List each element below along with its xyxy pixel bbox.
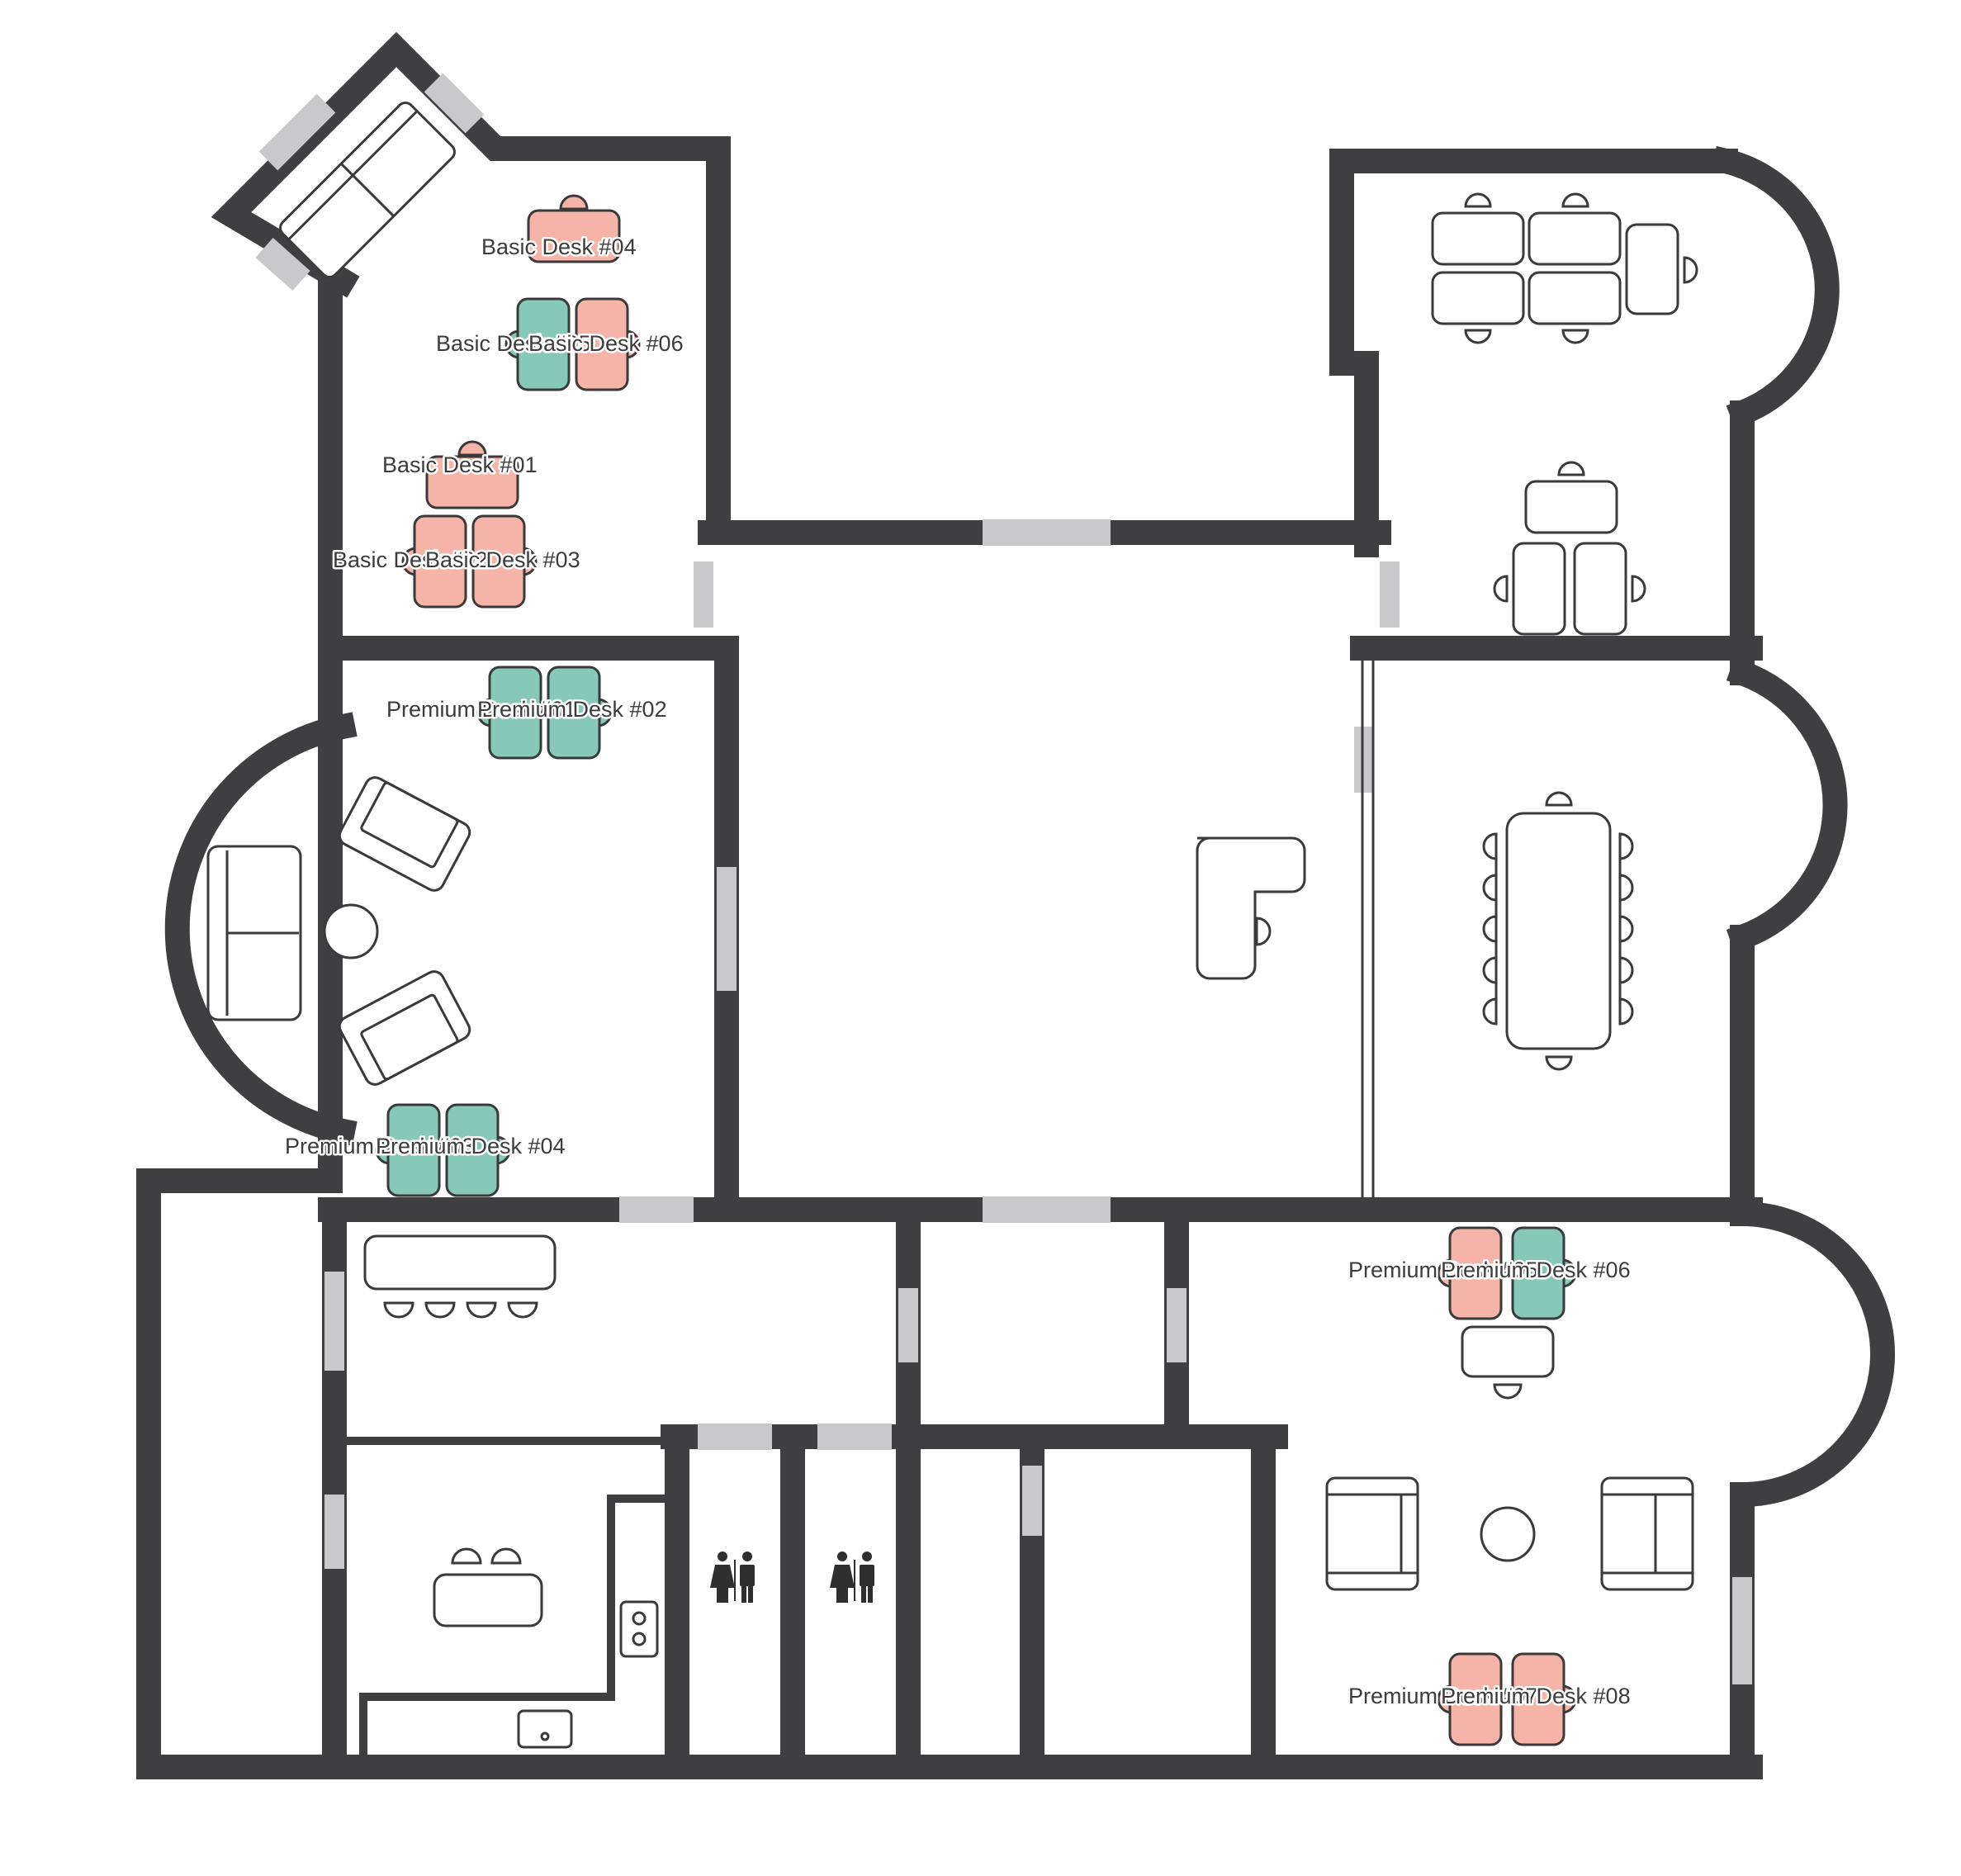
desk-surface[interactable] xyxy=(386,1103,441,1197)
desk-surface[interactable] xyxy=(1511,1652,1565,1746)
meeting-table-cluster xyxy=(1431,192,1698,344)
desk-surface[interactable] xyxy=(516,297,571,391)
lounge-left xyxy=(206,776,471,1086)
desk-chair[interactable] xyxy=(401,547,418,576)
desk-label-premium-08[interactable]: Premium Desk #08 xyxy=(1439,1682,1633,1711)
restroom-icon xyxy=(710,1551,755,1603)
desk-label-premium-05[interactable]: Premium Desk #05 xyxy=(1347,1256,1541,1285)
desk-label-premium-02[interactable]: Premium Desk #02 xyxy=(476,695,670,724)
desk-chair[interactable] xyxy=(1437,1684,1453,1714)
desk-surface[interactable] xyxy=(575,297,629,391)
desk-label-basic-01[interactable]: Basic Desk #01 xyxy=(381,451,540,480)
desk-basic-05[interactable] xyxy=(504,297,571,391)
desk-chair[interactable] xyxy=(624,329,641,359)
reception-desk xyxy=(1196,836,1306,980)
desk-premium-08[interactable] xyxy=(1511,1652,1577,1746)
bench-stools xyxy=(363,1234,557,1319)
desk-premium-03[interactable] xyxy=(375,1103,441,1197)
desk-basic-06[interactable] xyxy=(575,297,641,391)
desk-chair[interactable] xyxy=(559,194,589,211)
desk-label-basic-06[interactable]: Basic Desk #06 xyxy=(527,329,686,358)
desk-surface[interactable] xyxy=(547,666,601,760)
desk-premium-02[interactable] xyxy=(547,666,613,760)
desk-surface[interactable] xyxy=(1448,1652,1503,1746)
doorways xyxy=(255,73,1752,1684)
desk-chair[interactable] xyxy=(1437,1258,1453,1288)
desk-basic-04[interactable] xyxy=(527,194,621,263)
furniture xyxy=(206,102,1698,1749)
desk-unassigned-right xyxy=(1461,1325,1555,1400)
desk-basic-02[interactable] xyxy=(401,514,467,609)
desk-basic-03[interactable] xyxy=(471,514,538,609)
desk-label-premium-06[interactable]: Premium Desk #06 xyxy=(1439,1256,1633,1285)
desk-chair[interactable] xyxy=(521,547,538,576)
desk-label-basic-02[interactable]: Basic Desk #02 xyxy=(331,546,490,575)
desk-premium-04[interactable] xyxy=(445,1103,511,1197)
lounge-right xyxy=(1325,1476,1694,1591)
desk-cluster-unassigned xyxy=(1493,461,1646,636)
desk-label-premium-03[interactable]: Premium Desk #03 xyxy=(283,1132,477,1161)
desk-surface[interactable] xyxy=(413,514,467,609)
restroom-icon xyxy=(830,1551,874,1603)
desk-surface[interactable] xyxy=(445,1103,500,1197)
conference-table xyxy=(1482,791,1634,1071)
desk-premium-05[interactable] xyxy=(1437,1226,1503,1320)
desk-chair[interactable] xyxy=(495,1135,511,1165)
desk-chair[interactable] xyxy=(1561,1258,1577,1288)
desk-surface[interactable] xyxy=(488,666,542,760)
desk-chair[interactable] xyxy=(476,698,493,727)
desk-label-basic-03[interactable]: Basic Desk #03 xyxy=(424,546,583,575)
desk-premium-07[interactable] xyxy=(1437,1652,1503,1746)
sofa-angled xyxy=(279,102,456,278)
desk-premium-06[interactable] xyxy=(1511,1226,1577,1320)
desk-label-basic-05[interactable]: Basic Desk #05 xyxy=(434,329,594,358)
kitchen xyxy=(433,1547,659,1749)
desk-surface[interactable] xyxy=(1448,1226,1503,1320)
desk-chair[interactable] xyxy=(504,329,521,359)
desk-chair[interactable] xyxy=(596,698,613,727)
desk-surface[interactable] xyxy=(425,455,519,509)
desk-premium-01[interactable] xyxy=(476,666,542,760)
desk-label-premium-04[interactable]: Premium Desk #04 xyxy=(374,1132,568,1161)
desk-surface[interactable] xyxy=(527,209,621,263)
desk-basic-01[interactable] xyxy=(425,440,519,509)
bookable-desks xyxy=(375,194,1577,1746)
desk-surface[interactable] xyxy=(1511,1226,1565,1320)
desk-label-premium-07[interactable]: Premium Desk #07 xyxy=(1347,1682,1541,1711)
desk-label-basic-04[interactable]: Basic Desk #04 xyxy=(480,233,639,262)
desk-label-premium-01[interactable]: Premium Desk #01 xyxy=(385,695,579,724)
desk-chair[interactable] xyxy=(375,1135,391,1165)
desk-chair[interactable] xyxy=(457,440,487,457)
desk-chair[interactable] xyxy=(1561,1684,1577,1714)
desk-surface[interactable] xyxy=(471,514,526,609)
